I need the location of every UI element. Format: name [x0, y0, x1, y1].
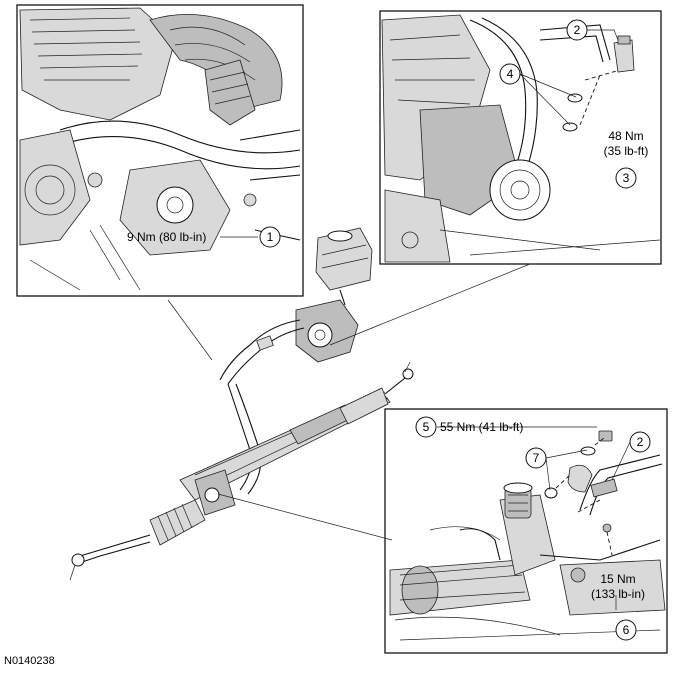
torque-label-5: 55 Nm (41 lb-ft) [440, 420, 523, 434]
engine-illustration [19, 7, 301, 291]
callout-5-number: 5 [423, 420, 430, 434]
callout-2-top-number: 2 [574, 23, 581, 37]
torque-label-3-imperial: (35 lb-ft) [604, 144, 649, 158]
torque-label-6-imperial: (133 lb-in) [591, 587, 645, 601]
callout-2-bottom-number: 2 [637, 435, 644, 449]
torque-label-3-metric: 48 Nm [608, 129, 643, 143]
callout-6-number: 6 [623, 623, 630, 637]
steering-gear-assembly [69, 227, 414, 581]
callout-4-number: 4 [507, 67, 514, 81]
torque-label-1: 9 Nm (80 lb-in) [127, 230, 206, 244]
pump-illustration [381, 14, 660, 263]
callout-2-bottom: 2 [629, 431, 651, 453]
gear-illustration [389, 430, 666, 641]
callout-3: 3 [615, 167, 637, 189]
detail-panel-engine [16, 4, 304, 297]
callout-3-number: 3 [623, 171, 630, 185]
torque-label-6-metric: 15 Nm [600, 572, 635, 586]
callout-7: 7 [525, 447, 547, 469]
detail-panel-gear [384, 408, 668, 654]
detail-panel-pump [379, 10, 662, 265]
figure-id: N0140238 [4, 655, 55, 667]
callout-6: 6 [615, 619, 637, 641]
callout-1: 1 [259, 226, 281, 248]
callout-4: 4 [499, 63, 521, 85]
callout-2-top: 2 [566, 19, 588, 41]
callout-1-number: 1 [267, 230, 274, 244]
leader-lines [167, 29, 631, 610]
callout-7-number: 7 [533, 451, 540, 465]
callout-5: 5 [415, 416, 437, 438]
